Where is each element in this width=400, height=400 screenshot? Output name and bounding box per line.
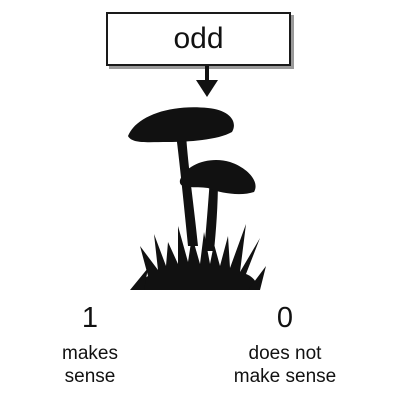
option-label-line2: make sense: [233, 366, 337, 387]
makes-sense-option[interactable]: 1 makes sense: [40, 302, 140, 388]
option-key-1: 1: [81, 302, 99, 334]
prompt-word: odd: [173, 22, 224, 55]
word-card: odd: [106, 12, 291, 66]
down-arrow-icon: [196, 66, 218, 97]
option-label-line1: does not: [248, 343, 322, 364]
mushroom-silhouette-icon: [128, 107, 266, 290]
option-label-line2: sense: [64, 366, 116, 387]
does-not-make-sense-option[interactable]: 0 does not make sense: [215, 302, 355, 388]
option-key-0: 0: [276, 302, 294, 334]
option-label-line1: makes: [62, 343, 118, 364]
